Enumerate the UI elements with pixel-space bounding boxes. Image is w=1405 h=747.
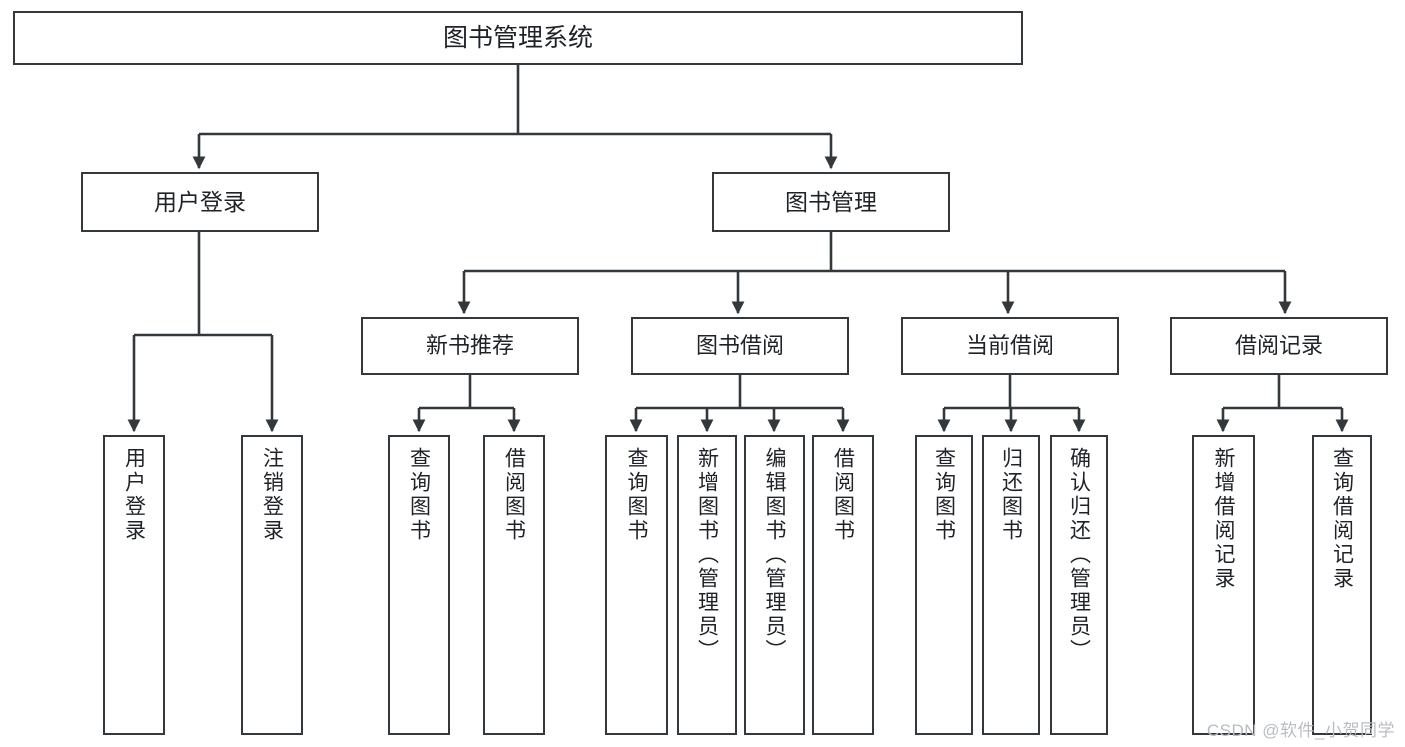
node-leaf-query-book-1-label: 查询图书: [407, 447, 431, 543]
node-leaf-add-book-label: 新增图书（管理员）: [695, 447, 719, 663]
node-leaf-query-book-2[interactable]: 查询图书: [605, 435, 668, 735]
node-book-borrow-label: 图书借阅: [695, 333, 784, 358]
node-leaf-borrow-book-1-label: 借阅图书: [502, 447, 526, 543]
node-borrow-record-label: 借阅记录: [1234, 333, 1323, 358]
node-leaf-user-login[interactable]: 用户登录: [103, 435, 165, 735]
node-leaf-query-book-3-label: 查询图书: [932, 447, 956, 543]
node-leaf-user-login-label: 用户登录: [122, 447, 146, 543]
node-leaf-query-record[interactable]: 查询借阅记录: [1312, 435, 1372, 735]
node-root-system[interactable]: 图书管理系统: [13, 11, 1023, 65]
node-leaf-user-logout[interactable]: 注销登录: [241, 435, 303, 735]
node-new-book-rec-label: 新书推荐: [425, 333, 514, 358]
node-leaf-borrow-book-2[interactable]: 借阅图书: [812, 435, 874, 735]
node-leaf-add-record[interactable]: 新增借阅记录: [1192, 435, 1255, 735]
node-user-login-label: 用户登录: [154, 188, 246, 215]
node-user-login[interactable]: 用户登录: [81, 172, 319, 232]
csdn-watermark: CSDN @软件_小贺同学: [1206, 721, 1395, 740]
node-current-borrow-label: 当前借阅: [965, 333, 1054, 358]
node-root-label: 图书管理系统: [442, 23, 593, 52]
node-leaf-query-book-2-label: 查询图书: [625, 447, 648, 543]
node-leaf-query-record-label: 查询借阅记录: [1330, 447, 1354, 591]
node-leaf-user-logout-label: 注销登录: [260, 447, 284, 543]
node-leaf-confirm-return-label: 确认归还（管理员）: [1067, 447, 1091, 663]
node-book-manage-label: 图书管理: [785, 188, 877, 215]
node-leaf-borrow-book-2-label: 借阅图书: [831, 447, 855, 543]
node-leaf-query-book-3[interactable]: 查询图书: [915, 435, 973, 735]
node-current-borrow[interactable]: 当前借阅: [901, 317, 1119, 375]
node-leaf-return-book-label: 归还图书: [999, 447, 1023, 543]
node-borrow-record[interactable]: 借阅记录: [1170, 317, 1388, 375]
node-leaf-query-book-1[interactable]: 查询图书: [388, 435, 450, 735]
node-leaf-borrow-book-1[interactable]: 借阅图书: [483, 435, 545, 735]
node-leaf-edit-book-label: 编辑图书（管理员）: [763, 447, 786, 663]
node-leaf-add-record-label: 新增借阅记录: [1212, 447, 1235, 591]
node-book-manage[interactable]: 图书管理: [712, 172, 950, 232]
node-book-borrow[interactable]: 图书借阅: [631, 317, 849, 375]
node-leaf-add-book[interactable]: 新增图书（管理员）: [677, 435, 737, 735]
node-new-book-rec[interactable]: 新书推荐: [361, 317, 579, 375]
node-leaf-edit-book[interactable]: 编辑图书（管理员）: [744, 435, 805, 735]
node-leaf-return-book[interactable]: 归还图书: [982, 435, 1040, 735]
node-leaf-confirm-return[interactable]: 确认归还（管理员）: [1050, 435, 1108, 735]
